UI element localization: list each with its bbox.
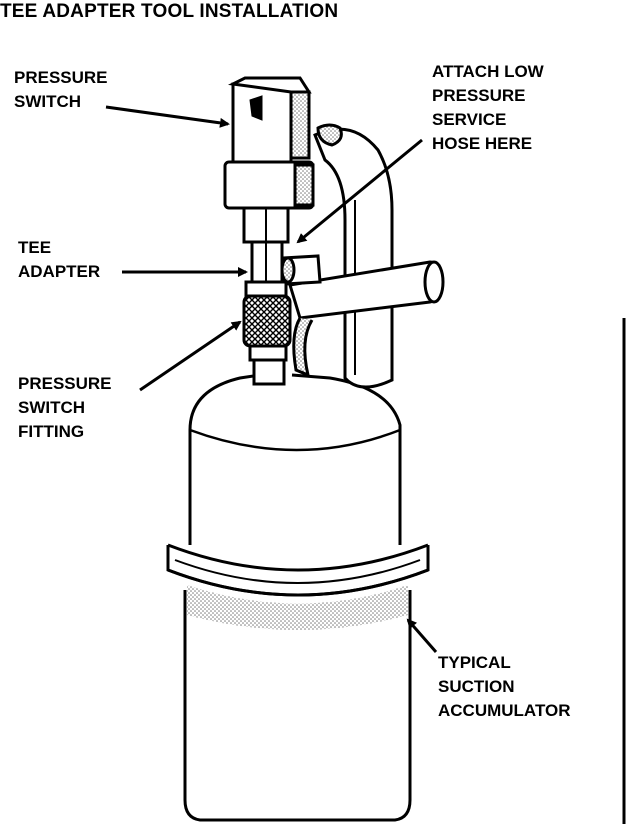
- pressure-switch-fitting-label: PRESSURE SWITCH FITTING: [18, 374, 112, 441]
- attach-hose-label: ATTACH LOW PRESSURE SERVICE HOSE HERE: [432, 62, 544, 153]
- loop-tube: [313, 123, 394, 389]
- pressure-switch-fitting: [242, 294, 292, 386]
- accumulator-arrow: [406, 618, 438, 653]
- leader-arrows: [105, 105, 438, 653]
- diagram-title: TEE ADAPTER TOOL INSTALLATION: [0, 1, 339, 22]
- accumulator-label: TYPICAL SUCTION ACCUMULATOR: [438, 653, 571, 720]
- service-port: [280, 254, 445, 378]
- attach-hose-arrow: [296, 138, 423, 244]
- fitting-arrow: [139, 320, 242, 392]
- accumulator-body: [166, 373, 430, 822]
- pressure-switch: [223, 76, 315, 210]
- pressure-switch-label: PRESSURE SWITCH: [14, 68, 108, 111]
- tee-adapter-label: TEE ADAPTER: [18, 238, 101, 281]
- tee-adapter: [242, 206, 290, 298]
- pressure-switch-arrow: [105, 105, 230, 128]
